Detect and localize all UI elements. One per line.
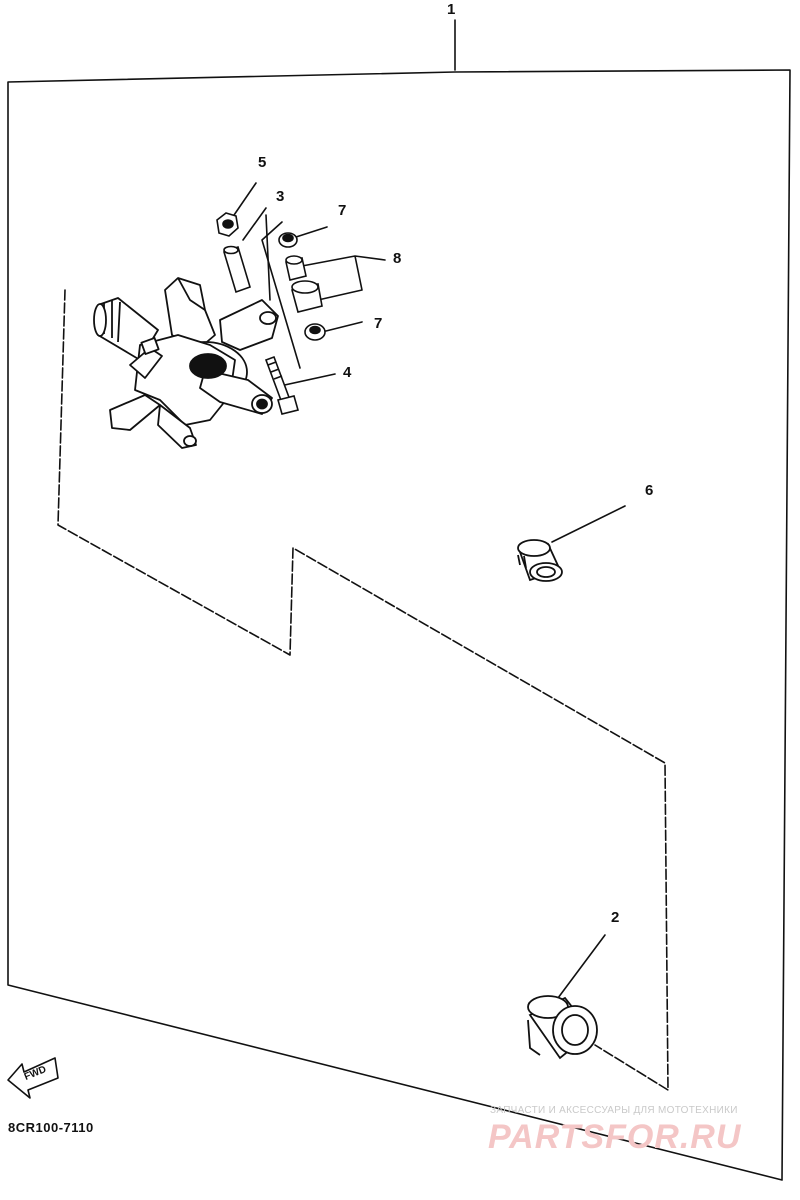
- callout-6: 6: [645, 482, 654, 499]
- leader-line-7b: [321, 321, 363, 333]
- callout-4: 4: [343, 364, 352, 381]
- assembly-frame: [7, 69, 791, 1181]
- callout-8: 8: [393, 250, 402, 267]
- bushing-part-8: [285, 255, 323, 313]
- watermark-tagline: ЗАПЧАСТИ И АКСЕССУАРЫ ДЛЯ МОТОТЕХНИКИ: [490, 1105, 738, 1116]
- drawing-code: 8CR100-7110: [8, 1120, 94, 1135]
- pin-part-3: [223, 245, 251, 294]
- collar-part-7-top: [278, 232, 298, 248]
- bolt-part-4: [264, 355, 299, 415]
- leader-line-4: [279, 373, 336, 387]
- callout-1: 1: [447, 1, 456, 18]
- callout-2: 2: [611, 909, 620, 926]
- callout-5: 5: [258, 154, 267, 171]
- watermark-logo: PARTSFOR.RU: [488, 1118, 742, 1156]
- leader-line-2: [557, 934, 606, 999]
- bushing-part-2: [527, 995, 598, 1060]
- callout-7-bottom: 7: [374, 315, 383, 332]
- leader-line-6: [551, 505, 626, 543]
- leader-line-8: [301, 255, 386, 301]
- leader-line-7a: [295, 226, 328, 238]
- bushing-part-6: [517, 539, 563, 582]
- callout-7-top: 7: [338, 202, 347, 219]
- pivot-assembly: [93, 277, 279, 449]
- leader-line-5: [231, 182, 257, 219]
- leader-line-3b: [261, 221, 301, 369]
- callout-3: 3: [276, 188, 285, 205]
- fwd-arrow-icon: [7, 1057, 59, 1099]
- sub-assembly-boundary: [57, 289, 669, 1091]
- collar-part-7-bottom: [304, 323, 326, 341]
- nut-part-5: [216, 212, 239, 237]
